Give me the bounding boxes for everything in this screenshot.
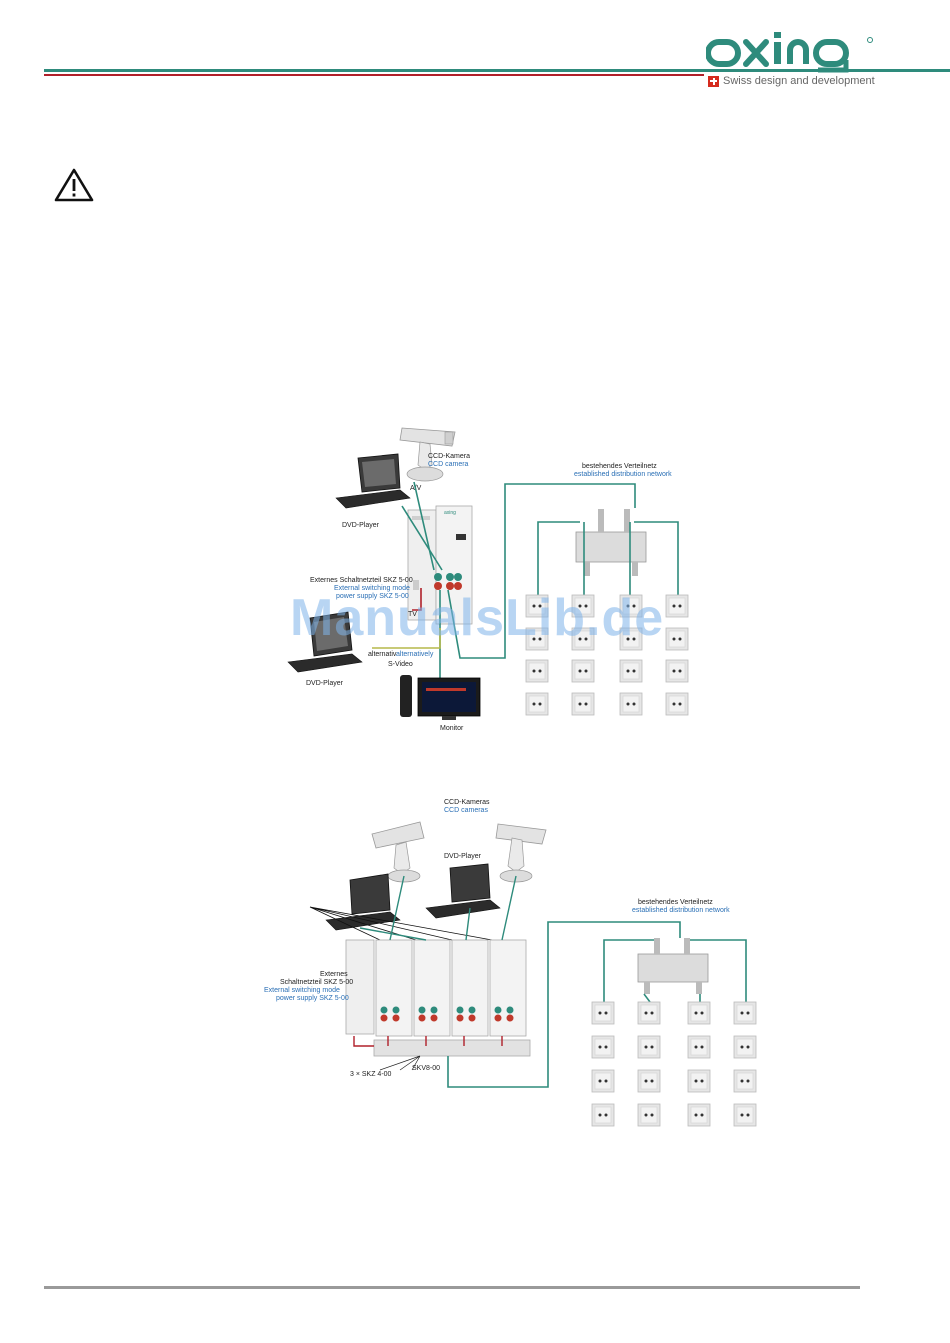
network-label-de: bestehendes Verteilnetz bbox=[582, 463, 657, 470]
camera-label-de: CCD-Kamera bbox=[428, 453, 470, 460]
tagline: Swiss design and development bbox=[708, 75, 875, 87]
modulator-stack bbox=[345, 939, 527, 1037]
ccd-camera bbox=[399, 427, 456, 482]
axing-logo bbox=[706, 32, 873, 73]
network2-label-en: established distribution network bbox=[632, 907, 730, 914]
monitor bbox=[417, 677, 481, 720]
skz-label: 3 × SKZ 4-00 bbox=[350, 1071, 392, 1078]
splitter bbox=[575, 509, 647, 576]
dvd-player-bottom bbox=[287, 611, 363, 673]
ccd-camera-left bbox=[371, 821, 425, 883]
alt-label-en: alternatively bbox=[396, 651, 434, 658]
network-label-en: established distribution network bbox=[574, 471, 672, 478]
psu-label-en1: External switching mode bbox=[334, 585, 410, 592]
psu2-label-en1: External switching mode bbox=[264, 987, 340, 994]
footer-rule bbox=[44, 1286, 860, 1289]
cameras-label-en: CCD cameras bbox=[444, 807, 488, 814]
dvd-player-left bbox=[325, 873, 401, 931]
skv-label: SKV8-00 bbox=[412, 1065, 440, 1072]
ccd-camera-right bbox=[495, 823, 547, 883]
watermark: ManualsLib.de bbox=[290, 589, 665, 647]
diagram-multi-modulator: CCD-Kameras CCD cameras DVD-Player bbox=[264, 799, 757, 1127]
alt-label-de: alternativ bbox=[368, 651, 397, 658]
diagram-single-modulator: CCD-Kamera CCD camera A/V DVD-Player DVD… bbox=[287, 427, 689, 732]
combiner-skv8 bbox=[353, 1036, 531, 1057]
psu-label-en2: power supply SKZ 5-00 bbox=[336, 593, 409, 600]
tv-label: TV bbox=[408, 611, 417, 618]
camera-label-en: CCD camera bbox=[428, 461, 469, 468]
psu2-label-de1: Externes bbox=[320, 971, 348, 978]
header-rule-red bbox=[44, 74, 704, 76]
psu-label-de: Externes Schaltnetzteil SKZ 5-00 bbox=[310, 577, 413, 584]
psu2-label-en2: power supply SKZ 5-00 bbox=[276, 995, 349, 1002]
monitor-label: Monitor bbox=[440, 725, 464, 732]
dvd-player-right bbox=[425, 863, 501, 919]
header-rule-green bbox=[44, 69, 950, 72]
remote-control bbox=[400, 675, 412, 717]
warning-icon bbox=[54, 168, 94, 202]
splitter2 bbox=[637, 938, 709, 994]
network2-label-de: bestehendes Verteilnetz bbox=[638, 899, 713, 906]
dvd-label: DVD-Player bbox=[444, 853, 482, 860]
psu2-label-de2: Schaltnetzteil SKZ 5-00 bbox=[280, 979, 353, 986]
dvd-label-top: DVD-Player bbox=[342, 522, 380, 529]
tagline-text: Swiss design and development bbox=[723, 75, 875, 87]
wall-socket-grid-2 bbox=[591, 1001, 757, 1127]
cameras-label-de: CCD-Kameras bbox=[444, 799, 490, 806]
svideo-label: S-Video bbox=[388, 661, 413, 668]
dvd-player-top bbox=[335, 453, 411, 509]
svg-text:axing: axing bbox=[444, 510, 456, 516]
dvd-label-bottom: DVD-Player bbox=[306, 680, 344, 687]
swiss-flag-icon bbox=[708, 75, 719, 87]
modulator-unit-right: axing bbox=[434, 505, 473, 625]
